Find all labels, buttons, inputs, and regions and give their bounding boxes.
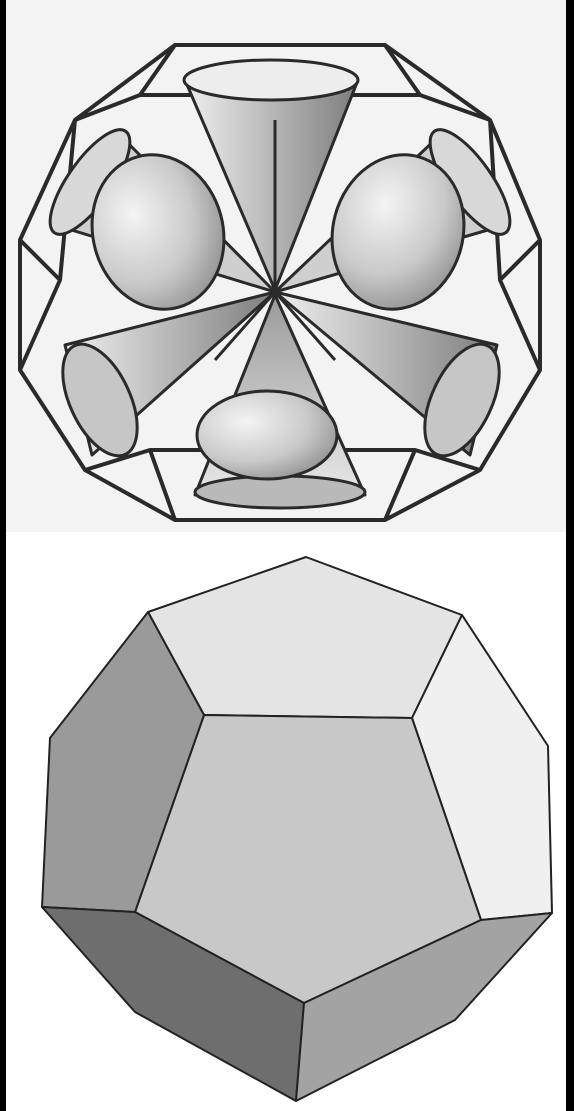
dodecahedron-figure	[0, 532, 574, 1111]
disc-bottom	[197, 391, 337, 479]
dodecahedron-svg	[0, 532, 574, 1111]
wireframe-polyhedron-figure	[0, 0, 574, 532]
wireframe-polyhedron-svg	[0, 0, 574, 532]
cone-bottom-base	[195, 476, 365, 508]
cone-top-base	[184, 60, 358, 100]
